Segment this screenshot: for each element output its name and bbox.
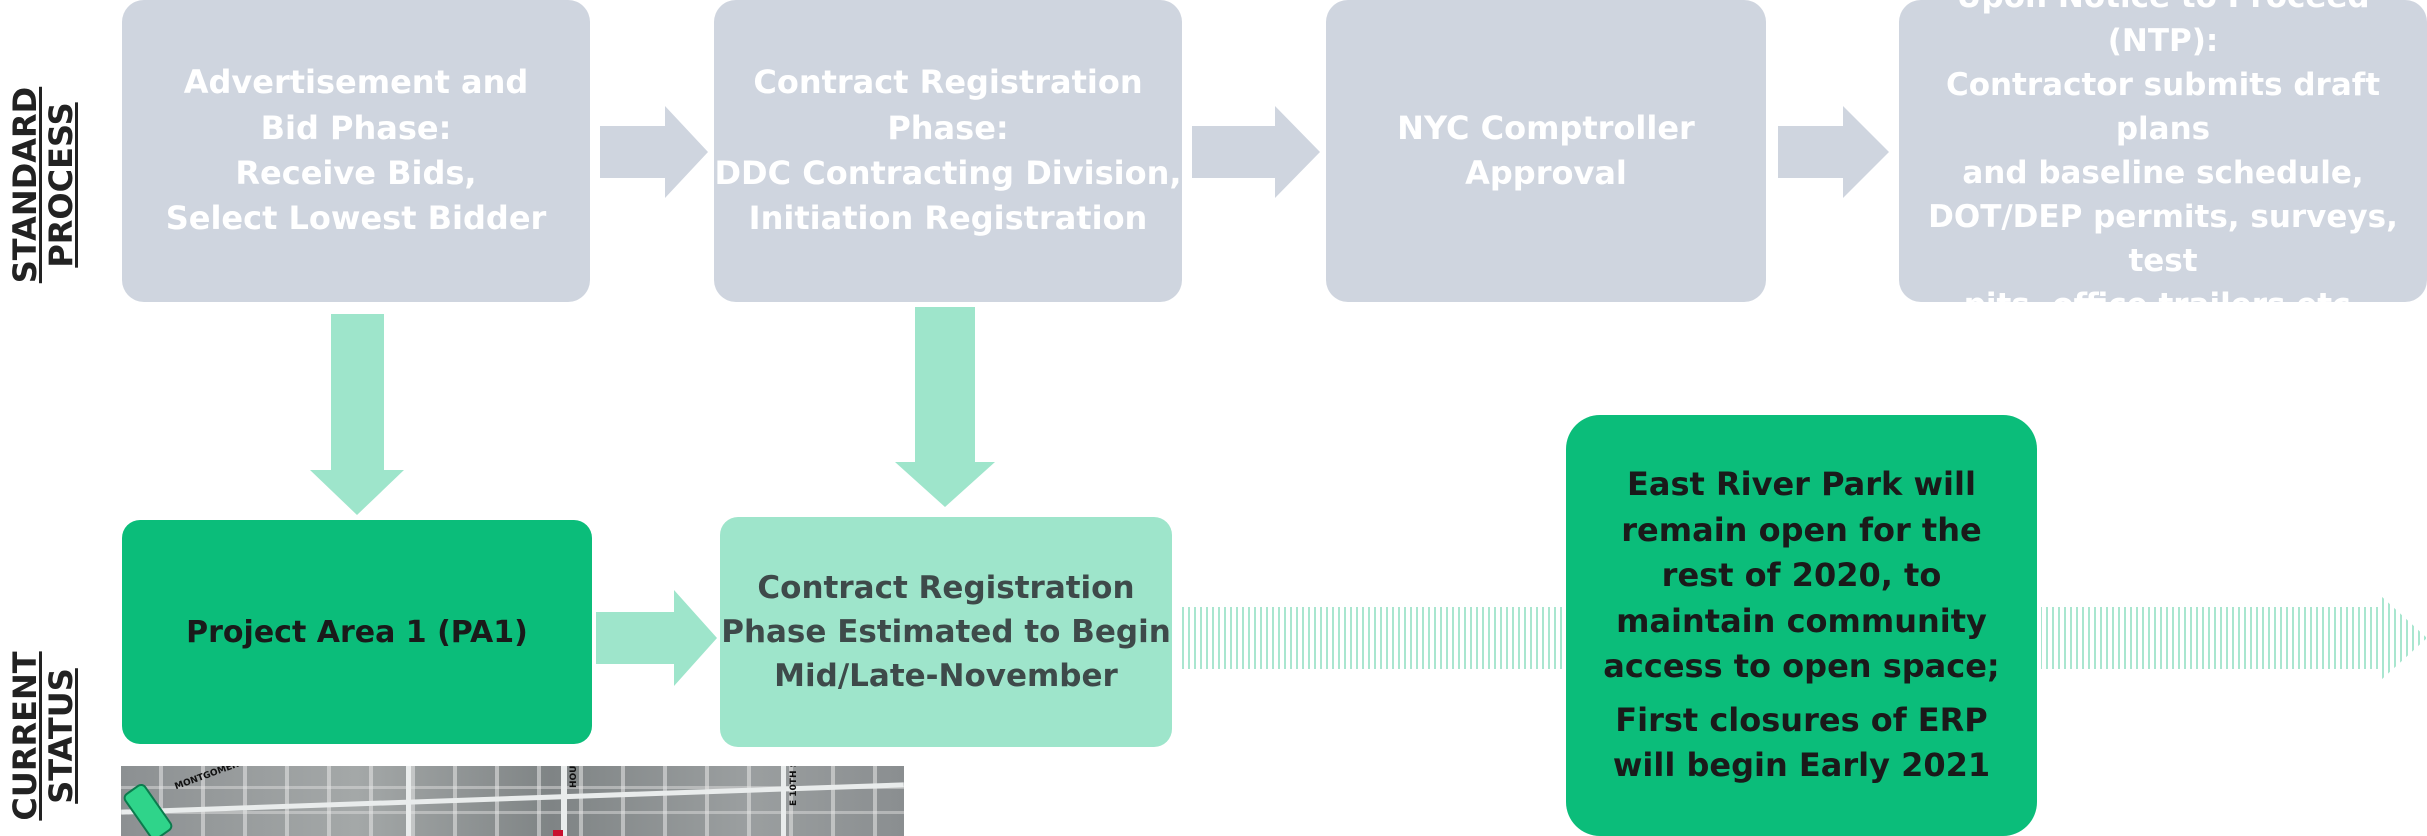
arrow-pa1-to-contract bbox=[596, 590, 717, 686]
timeline-bar-left bbox=[1178, 607, 1565, 669]
map-street-label: E 10TH ST bbox=[789, 766, 799, 806]
timeline-arrowhead bbox=[2381, 596, 2427, 680]
arrow-step2-down bbox=[895, 307, 995, 507]
map-road bbox=[561, 766, 567, 836]
step-notice-to-proceed: Upon Notice to Proceed (NTP): Contractor… bbox=[1899, 0, 2427, 323]
step-notice-to-proceed-text: Upon Notice to Proceed (NTP): Contractor… bbox=[1928, 0, 2398, 324]
erp-closure-note-text: First closures of ERP will begin Early 2… bbox=[1612, 700, 1991, 785]
project-area-1-box: Project Area 1 (PA1) bbox=[122, 520, 592, 744]
map-street-label: MONTGOMERY bbox=[173, 766, 246, 793]
east-river-park-note-text: East River Park will remain open for the… bbox=[1603, 465, 2000, 686]
map-street-label: HOUSTON ST bbox=[569, 766, 579, 788]
aerial-map-thumbnail: MONTGOMERY HOUSTON ST E 10TH ST bbox=[121, 766, 904, 836]
step-contract-registration-text: Contract Registration Phase: DDC Contrac… bbox=[714, 63, 1182, 238]
arrow-step2-to-step3 bbox=[1192, 106, 1320, 198]
arrow-step1-to-step2 bbox=[600, 106, 708, 198]
step-contract-registration: Contract Registration Phase: DDC Contrac… bbox=[714, 0, 1182, 302]
step-advertisement-bid-text: Advertisement and Bid Phase: Receive Bid… bbox=[165, 63, 547, 238]
contract-registration-estimate-text: Contract Registration Phase Estimated to… bbox=[721, 569, 1171, 694]
east-river-park-note-box: East River Park will remain open for the… bbox=[1566, 415, 2037, 836]
map-marker bbox=[553, 830, 563, 836]
contract-registration-estimate-box: Contract Registration Phase Estimated to… bbox=[720, 517, 1172, 747]
map-road bbox=[781, 766, 786, 836]
step-comptroller-approval: NYC Comptroller Approval bbox=[1326, 0, 1766, 302]
map-road bbox=[406, 766, 411, 836]
step-comptroller-approval-text: NYC Comptroller Approval bbox=[1397, 108, 1695, 192]
arrow-step1-down bbox=[310, 314, 404, 515]
step-advertisement-bid: Advertisement and Bid Phase: Receive Bid… bbox=[122, 0, 590, 302]
project-area-1-text: Project Area 1 (PA1) bbox=[186, 614, 528, 650]
map-road bbox=[121, 782, 904, 815]
timeline-bar-right bbox=[2041, 607, 2381, 669]
arrow-step3-to-step4 bbox=[1778, 106, 1889, 198]
